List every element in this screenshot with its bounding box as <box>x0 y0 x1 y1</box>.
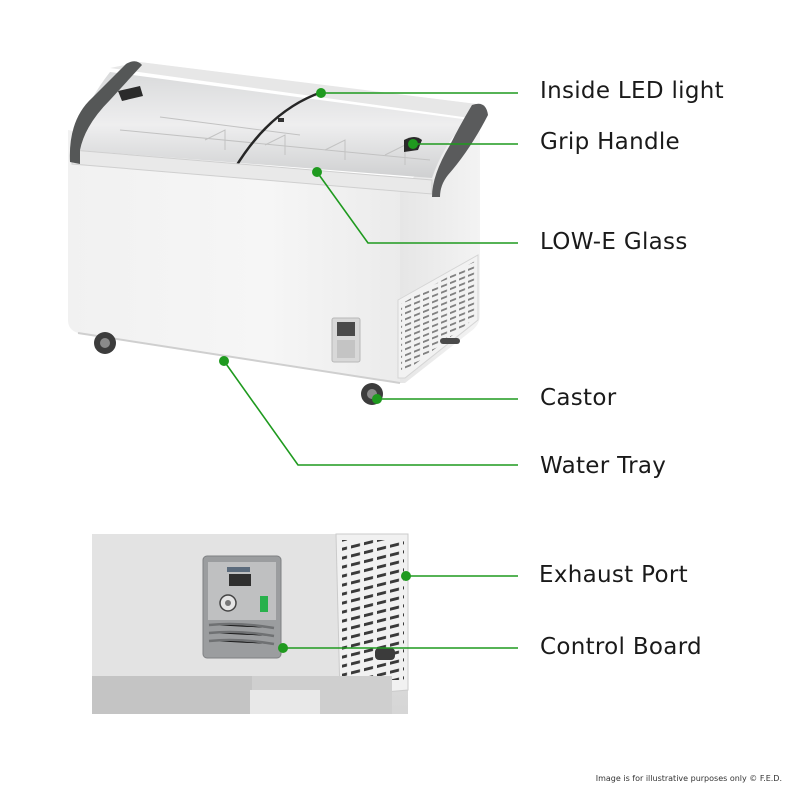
callout-dot-castor <box>372 394 382 404</box>
callout-dot-inside-led-light <box>316 88 326 98</box>
label-exhaust-port: Exhaust Port <box>539 562 688 588</box>
illustrative-disclaimer: Image is for illustrative purposes only … <box>595 774 782 783</box>
callout-dot-exhaust-port <box>401 571 411 581</box>
callout-line-low-e-glass <box>316 171 518 244</box>
label-castor: Castor <box>540 385 617 411</box>
label-water-tray: Water Tray <box>540 453 667 479</box>
callout-line-water-tray <box>223 360 518 466</box>
castor-wheels <box>94 332 460 405</box>
label-inside-led-light: Inside LED light <box>540 78 724 104</box>
callout-dot-low-e-glass <box>312 167 322 177</box>
label-grip-handle: Grip Handle <box>540 129 680 155</box>
freezer-main <box>68 61 488 405</box>
freezer-detail-inset <box>92 533 409 714</box>
callout-lines <box>219 88 518 653</box>
callout-dot-grip-handle <box>408 139 418 149</box>
callout-dot-water-tray <box>219 356 229 366</box>
callout-dot-control-board <box>278 643 288 653</box>
label-low-e-glass: LOW-E Glass <box>540 229 688 255</box>
label-control-board: Control Board <box>540 634 702 660</box>
